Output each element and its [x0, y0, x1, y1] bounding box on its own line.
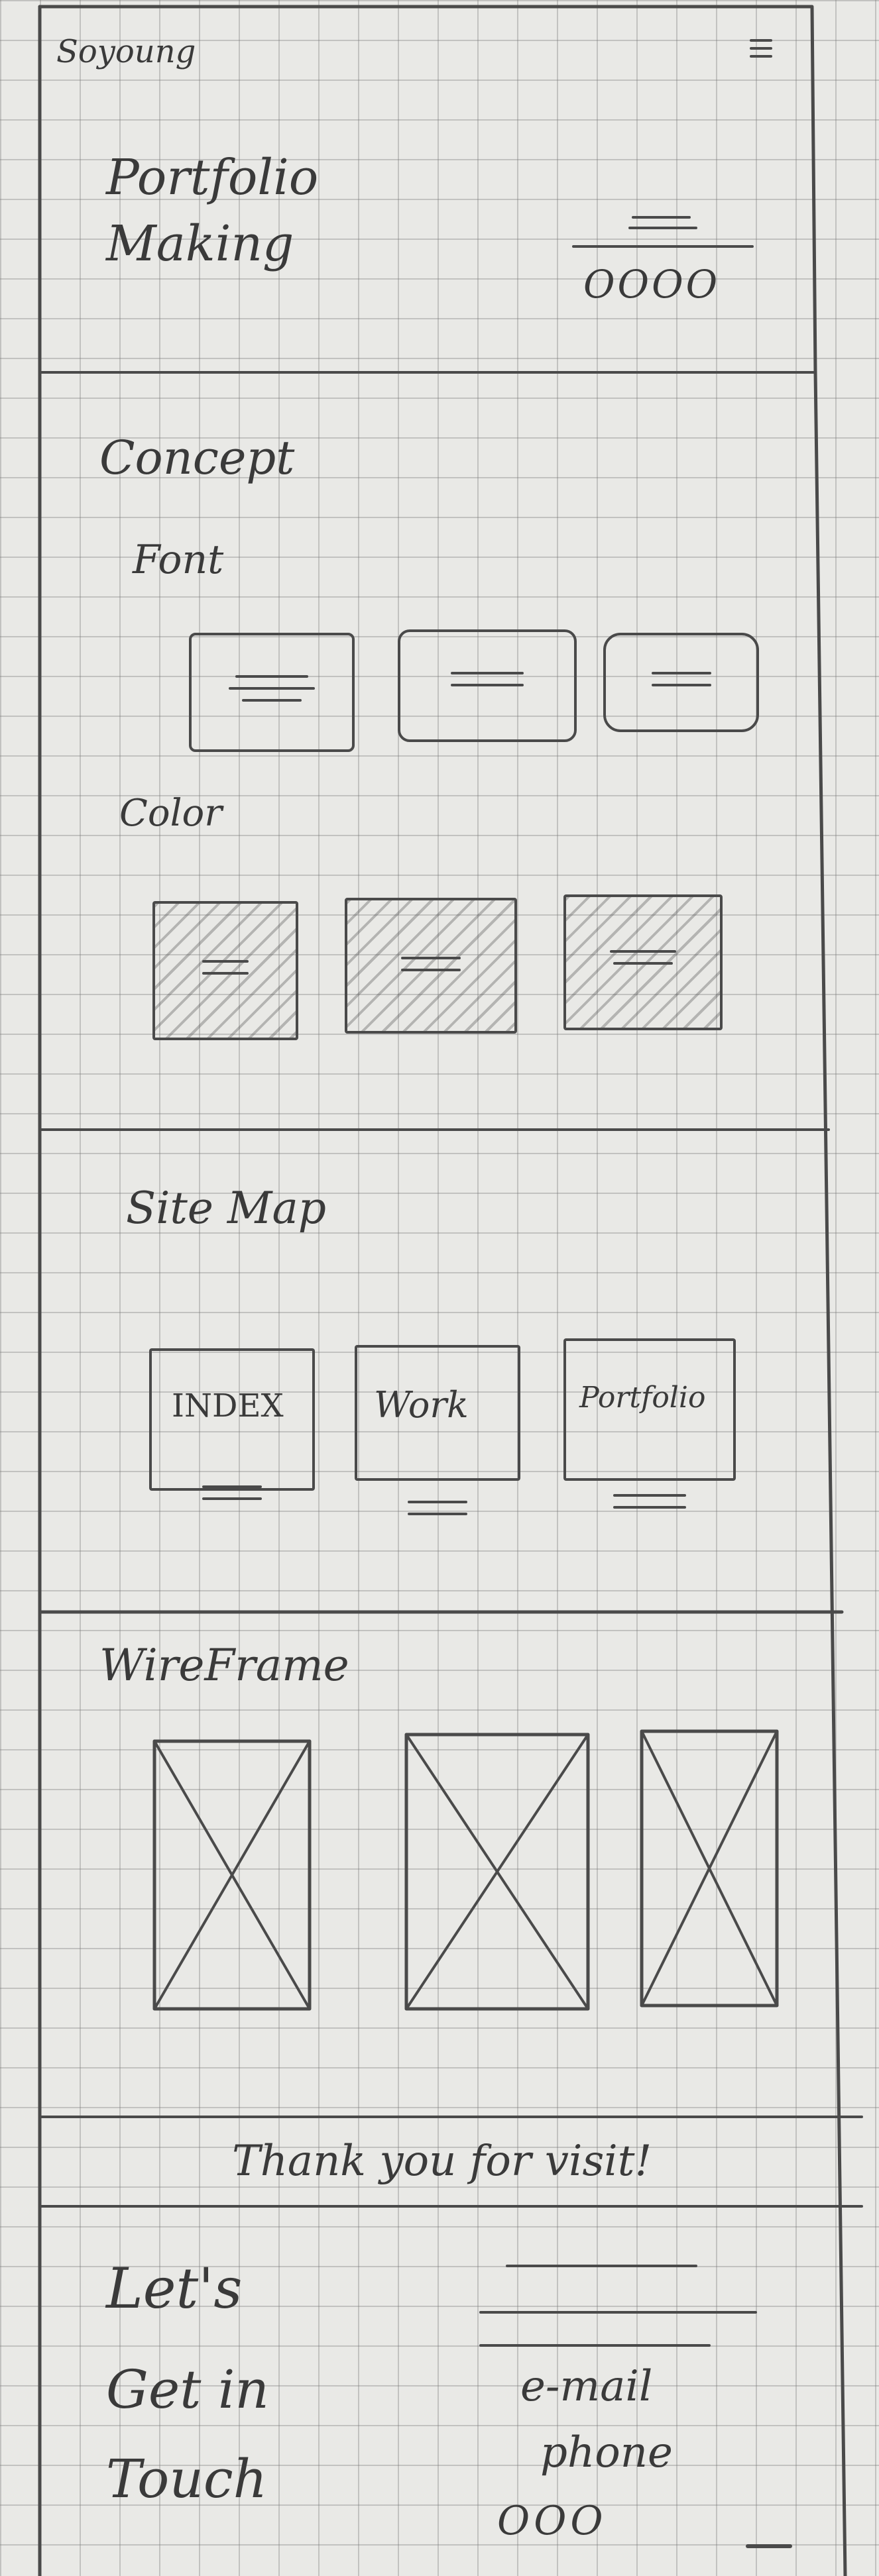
- thanks-message: Thank you for visit!: [232, 2137, 652, 2186]
- contact-info-lines: [477, 2259, 769, 2352]
- contact-email[interactable]: e-mail: [520, 2362, 653, 2411]
- color-swatch-card[interactable]: [563, 894, 723, 1030]
- wireframe-title: WireFrame: [99, 1640, 349, 1691]
- hamburger-menu-icon[interactable]: [749, 36, 773, 63]
- sitemap-item-portfolio[interactable]: Portfolio: [563, 1338, 736, 1481]
- font-sample-card[interactable]: [189, 633, 355, 752]
- color-label: Color: [119, 792, 222, 835]
- contact-title-line1: Let's: [106, 2256, 243, 2321]
- sitemap-item-work[interactable]: Work: [355, 1345, 520, 1481]
- sitemap-item-index[interactable]: INDEX: [149, 1348, 315, 1491]
- font-sample-card[interactable]: [603, 633, 759, 732]
- contact-phone[interactable]: phone: [540, 2428, 673, 2477]
- brand-logo[interactable]: Soyoung: [56, 33, 196, 70]
- color-swatch-card[interactable]: [152, 901, 298, 1040]
- color-swatch-card[interactable]: [345, 898, 517, 1034]
- sitemap-item-caption: [563, 1494, 736, 1509]
- image-placeholder-icon: [401, 1729, 593, 2014]
- contact-title-line2: Get in: [106, 2359, 269, 2420]
- contact-extra: OOO: [497, 2498, 607, 2544]
- slider-indicator[interactable]: OOOO: [583, 262, 721, 307]
- font-sample-card[interactable]: [398, 629, 577, 742]
- image-placeholder-icon: [636, 1726, 782, 2011]
- sitemap-item-label: INDEX: [172, 1387, 284, 1424]
- contact-title-line3: Touch: [106, 2448, 268, 2510]
- image-placeholder-icon: [149, 1736, 315, 2014]
- sitemap-title: Site Map: [126, 1183, 327, 1234]
- concept-title: Concept: [99, 431, 295, 485]
- sitemap-item-label: Work: [374, 1384, 469, 1426]
- sitemap-item-label: Portfolio: [579, 1381, 706, 1415]
- font-label: Font: [133, 537, 224, 583]
- sitemap-item-caption: [149, 1485, 315, 1500]
- hero-title-line2: Making: [106, 215, 294, 272]
- hero-title-line1: Portfolio: [106, 149, 319, 206]
- hero-caption-lines: [570, 212, 756, 252]
- contact-dash: [746, 2544, 792, 2548]
- sitemap-item-caption: [355, 1501, 520, 1515]
